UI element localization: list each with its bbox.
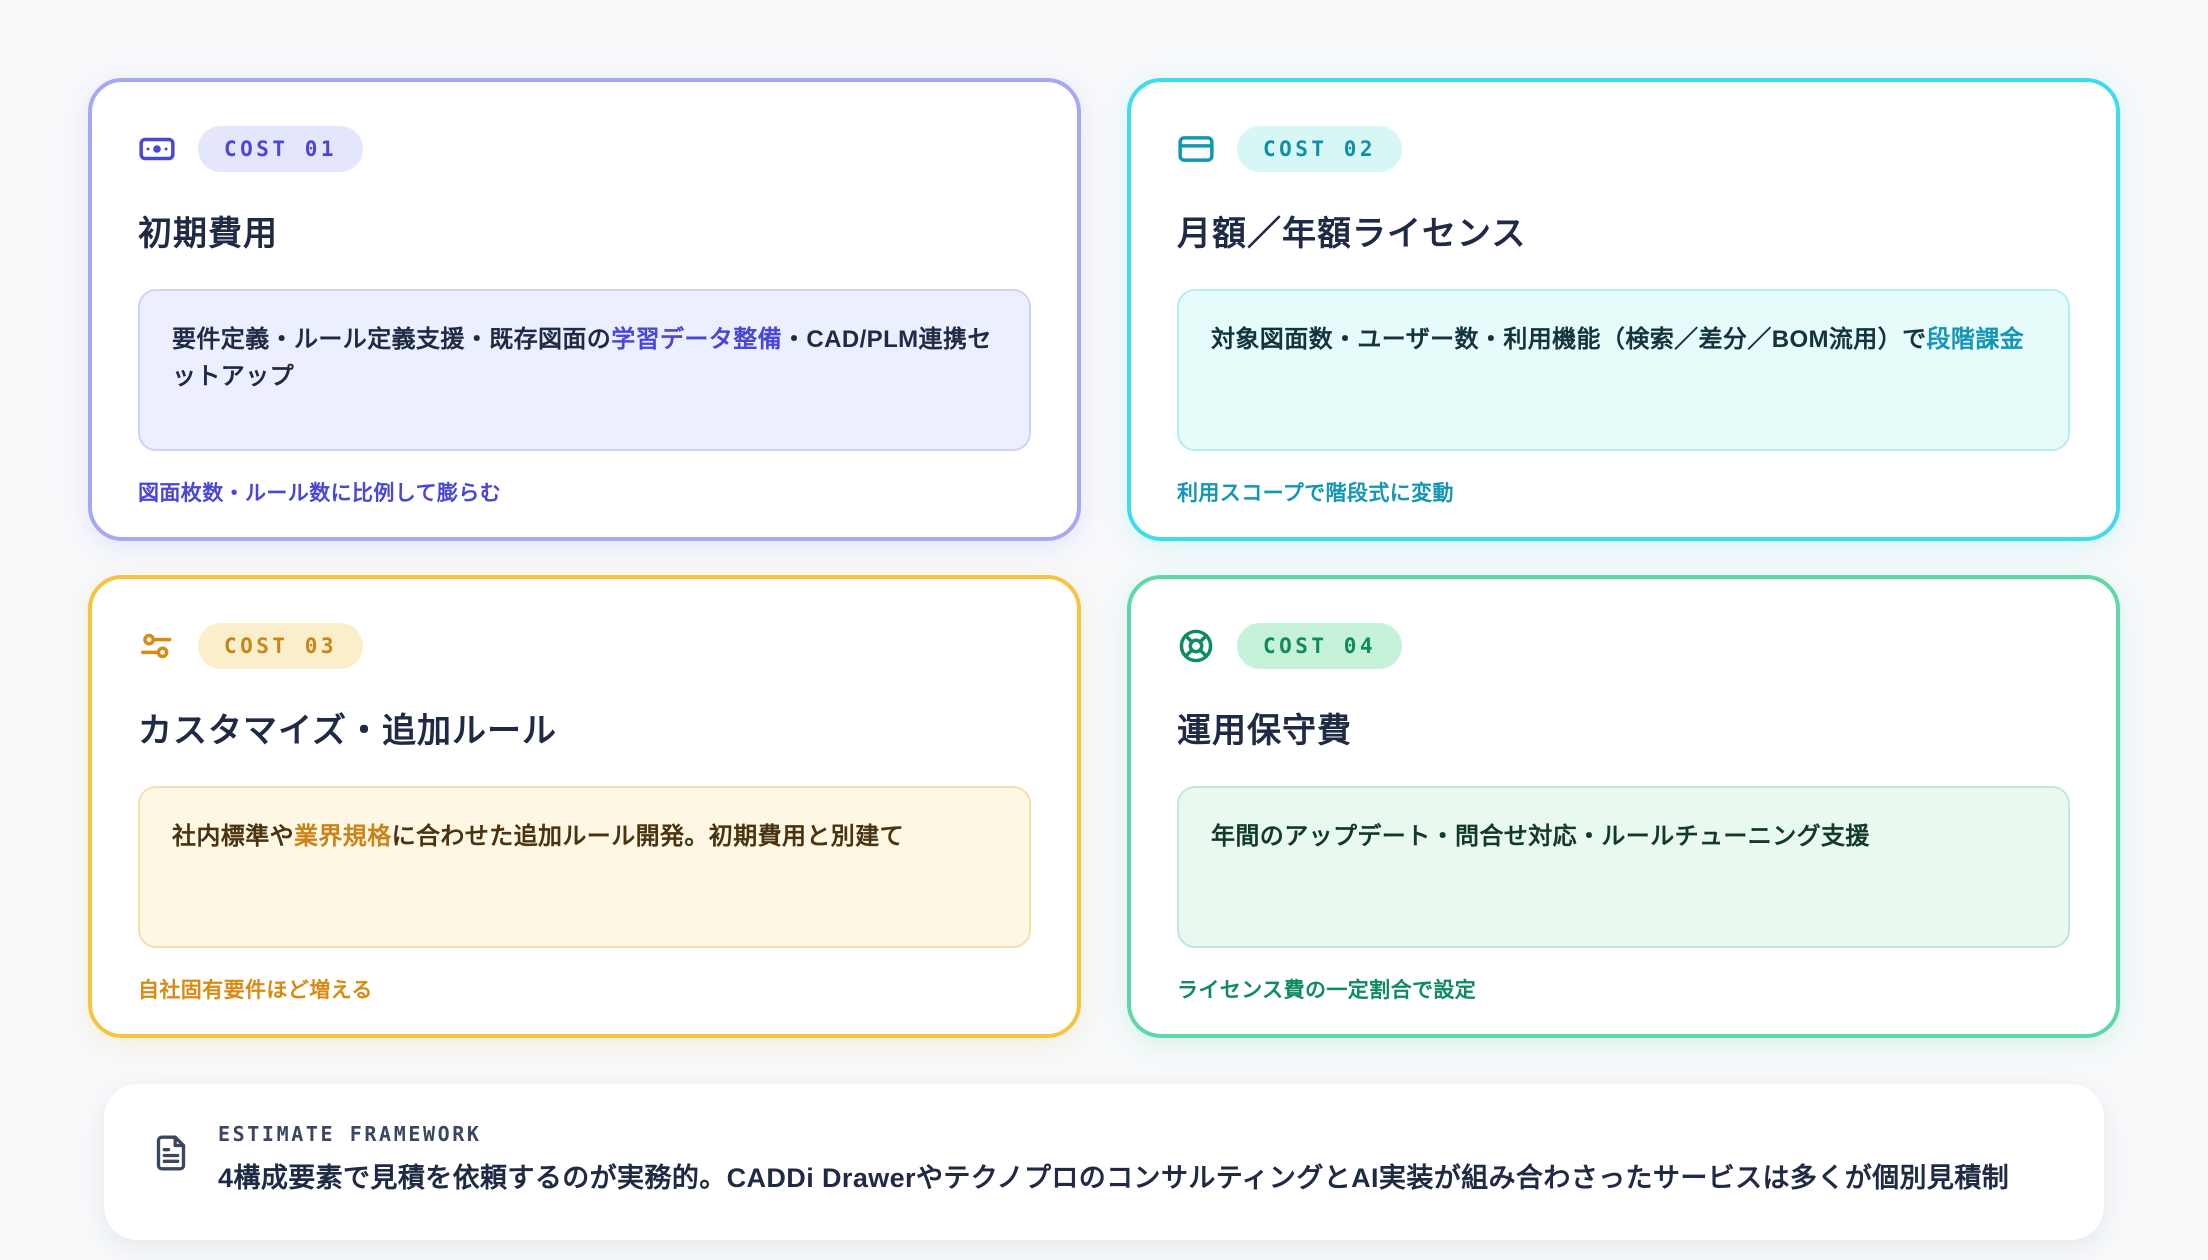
body-highlight: 業界規格 [294, 823, 392, 850]
card-body-text-02: 対象図面数・ユーザー数・利用機能（検索／差分／BOM流用）で段階課金 [1211, 321, 2036, 358]
cost-card-01[interactable]: COST 01 初期費用 要件定義・ルール定義支援・既存図面の学習データ整備・C… [88, 78, 1081, 541]
credit-card-icon [1177, 130, 1215, 168]
body-prefix: 社内標準や [172, 823, 294, 850]
card-body-01: 要件定義・ルール定義支援・既存図面の学習データ整備・CAD/PLM連携セットアッ… [138, 289, 1031, 451]
badge-cost-02: COST 02 [1237, 126, 1403, 172]
body-prefix: 対象図面数・ユーザー数・利用機能（検索／差分／BOM流用）で [1211, 326, 1927, 353]
banknote-icon [138, 130, 176, 168]
badge-cost-03: COST 03 [198, 623, 364, 669]
card-header: COST 01 [138, 126, 1031, 172]
card-note-04: ライセンス費の一定割合で設定 [1177, 979, 1477, 1002]
card-title-02: 月額／年額ライセンス [1177, 215, 1527, 253]
card-header: COST 02 [1177, 126, 2070, 172]
card-body-text-03: 社内標準や業界規格に合わせた追加ルール開発。初期費用と別建て [172, 818, 997, 855]
card-note-01: 図面枚数・ルール数に比例して膨らむ [138, 482, 502, 505]
estimate-framework-footer: ESTIMATE FRAMEWORK 4構成要素で見積を依頼するのが実務的。CA… [104, 1084, 2104, 1240]
card-title-01: 初期費用 [138, 215, 278, 253]
badge-cost-01: COST 01 [198, 126, 364, 172]
cost-cards-grid: COST 01 初期費用 要件定義・ルール定義支援・既存図面の学習データ整備・C… [88, 78, 2120, 1038]
card-title-04: 運用保守費 [1177, 712, 1352, 750]
cost-card-04[interactable]: COST 04 運用保守費 年間のアップデート・問合せ対応・ルールチューニング支… [1127, 575, 2120, 1038]
file-text-icon [150, 1132, 192, 1174]
card-body-text-04: 年間のアップデート・問合せ対応・ルールチューニング支援 [1211, 818, 2036, 855]
card-body-02: 対象図面数・ユーザー数・利用機能（検索／差分／BOM流用）で段階課金 [1177, 289, 2070, 451]
life-buoy-icon [1177, 627, 1215, 665]
body-prefix: 要件定義・ルール定義支援・既存図面の [172, 326, 612, 353]
card-body-text-01: 要件定義・ルール定義支援・既存図面の学習データ整備・CAD/PLM連携セットアッ… [172, 321, 997, 395]
body-highlight: 学習データ整備 [611, 326, 783, 353]
body-suffix: に合わせた追加ルール開発。初期費用と別建て [391, 823, 905, 850]
footer-text-group: ESTIMATE FRAMEWORK 4構成要素で見積を依頼するのが実務的。CA… [218, 1122, 2009, 1198]
cost-card-02[interactable]: COST 02 月額／年額ライセンス 対象図面数・ユーザー数・利用機能（検索／差… [1127, 78, 2120, 541]
card-body-04: 年間のアップデート・問合せ対応・ルールチューニング支援 [1177, 786, 2070, 948]
body-suffix: ・CAD/PLM連携セットアップ [172, 326, 992, 391]
card-title-03: カスタマイズ・追加ルール [138, 712, 557, 750]
card-header: COST 03 [138, 623, 1031, 669]
card-note-02: 利用スコープで階段式に変動 [1177, 482, 1454, 505]
card-header: COST 04 [1177, 623, 2070, 669]
card-note-03: 自社固有要件ほど増える [138, 979, 373, 1002]
card-body-03: 社内標準や業界規格に合わせた追加ルール開発。初期費用と別建て [138, 786, 1031, 948]
body-prefix: 年間のアップデート・問合せ対応・ルールチューニング支援 [1211, 823, 1870, 850]
body-highlight: 段階課金 [1926, 326, 2025, 353]
footer-kicker: ESTIMATE FRAMEWORK [218, 1122, 482, 1146]
sliders-icon [138, 627, 176, 665]
footer-message: 4構成要素で見積を依頼するのが実務的。CADDi Drawerやテクノプロのコン… [218, 1163, 2010, 1193]
cost-card-03[interactable]: COST 03 カスタマイズ・追加ルール 社内標準や業界規格に合わせた追加ルール… [88, 575, 1081, 1038]
badge-cost-04: COST 04 [1237, 623, 1403, 669]
